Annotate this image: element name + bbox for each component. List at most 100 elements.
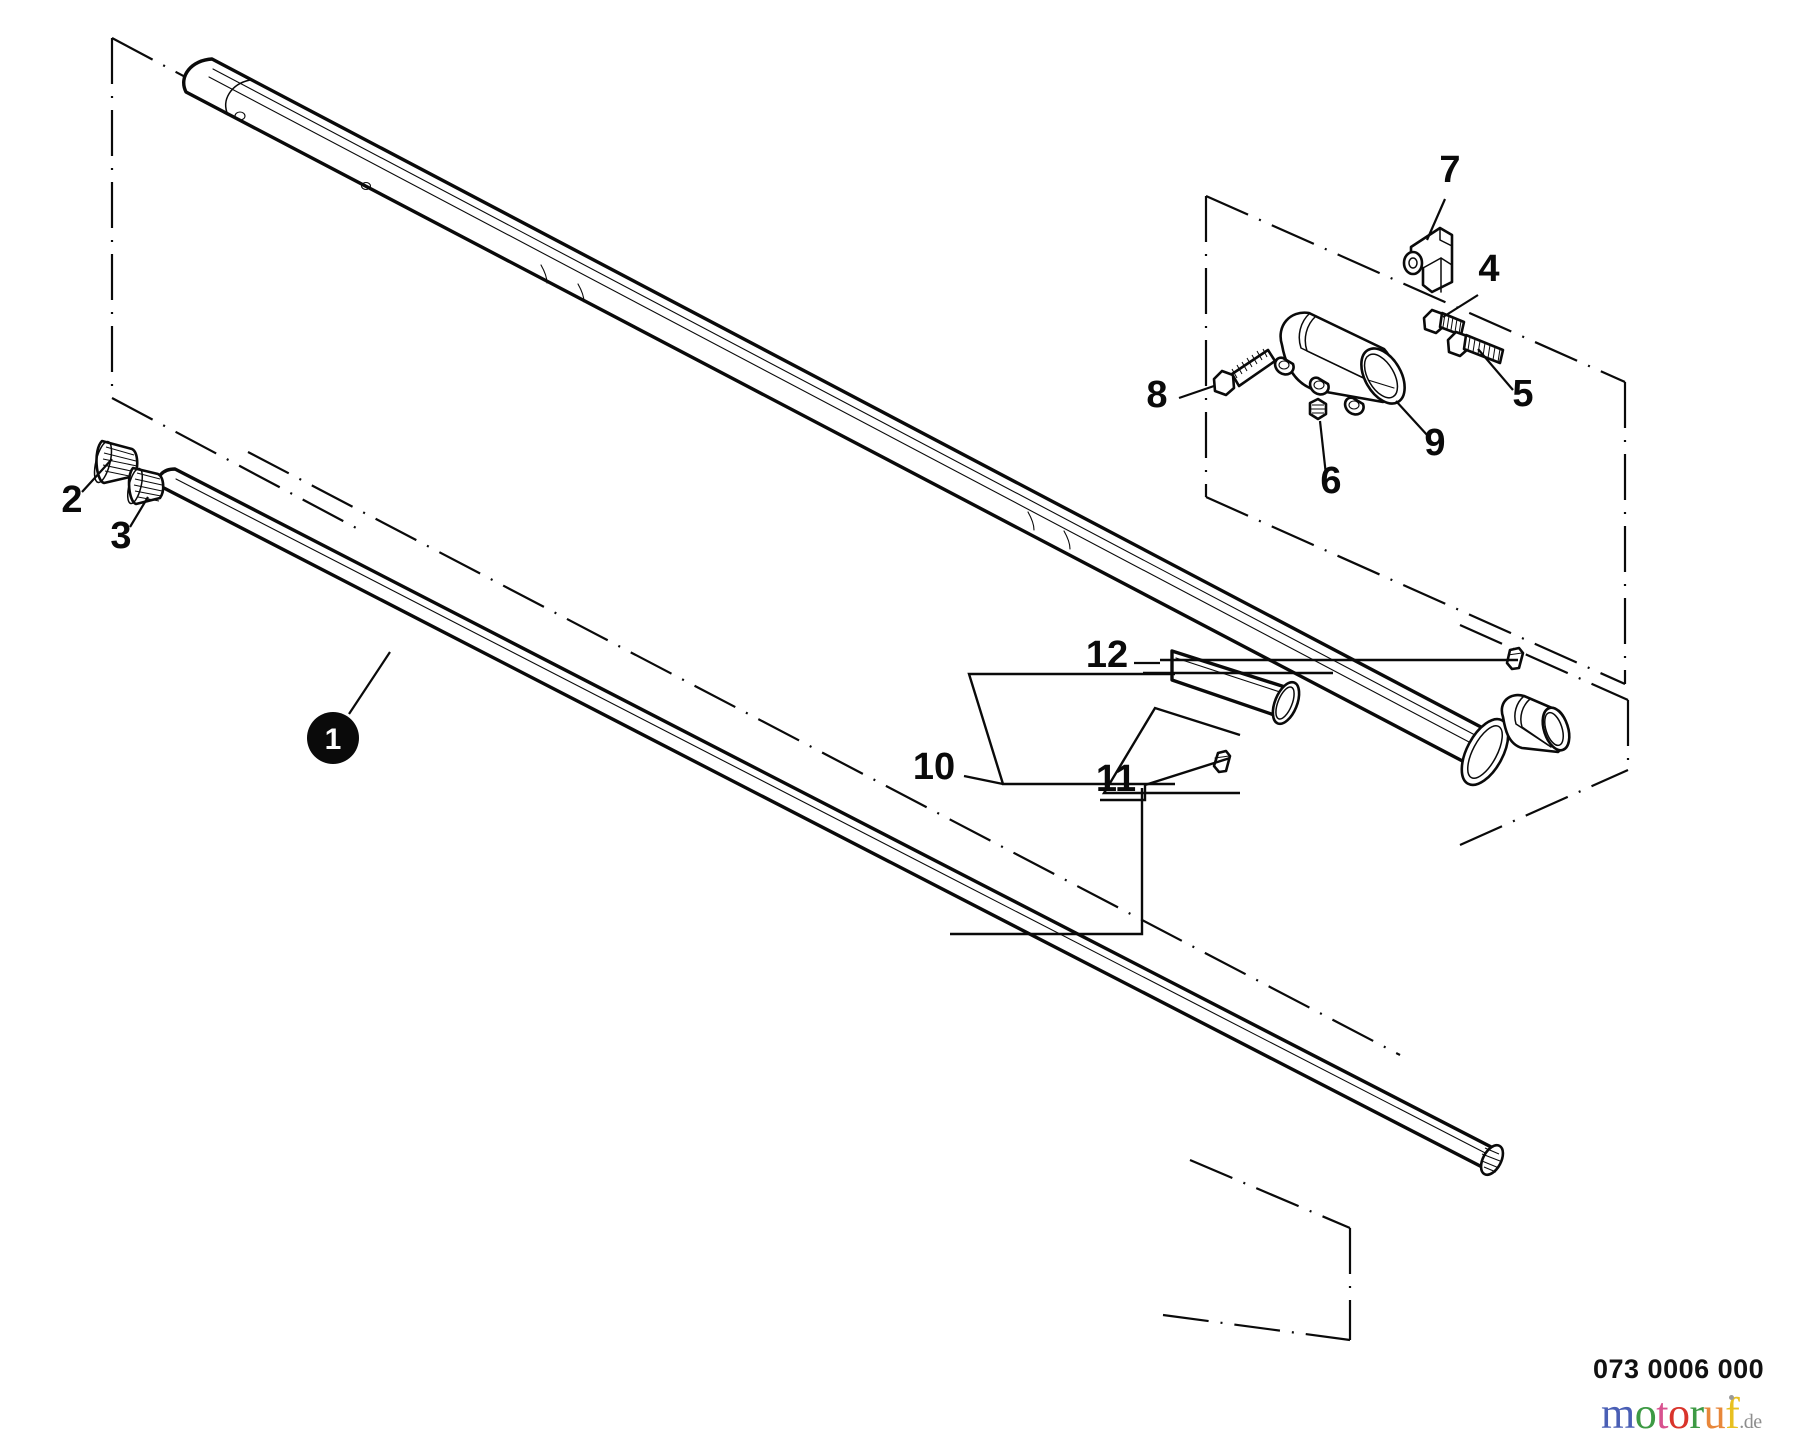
leader-6: [1318, 420, 1328, 476]
bracket-10: [967, 672, 1175, 786]
tube-end-highlight: [1175, 657, 1284, 694]
part-number-label: 073 0006 000: [1593, 1354, 1764, 1384]
bracket-10-pointer: [963, 774, 1004, 786]
chain-boundary-right-bottom: [1205, 495, 1626, 686]
outer-tube-hole-2: [360, 181, 372, 191]
outer-tube-open-end: [1460, 717, 1510, 787]
outer-tube-highlight: [212, 68, 1493, 745]
motoruf-logo[interactable]: motoruf.de: [1601, 1392, 1762, 1436]
coupling-collar-facet-1: [1514, 695, 1549, 746]
logo-letter-f: f: [1725, 1389, 1740, 1438]
coupler-lug-1-hole: [1278, 360, 1290, 370]
callout-1-circle: [307, 712, 359, 764]
tube-end-opening-inner: [1275, 686, 1295, 720]
clamp-knob-boss-hole: [1408, 257, 1418, 269]
tube-end-opening: [1271, 680, 1301, 726]
callout-2-label: 2: [61, 479, 82, 521]
outer-tube-tick-1: [540, 264, 548, 284]
logo-letter-u: u: [1703, 1389, 1726, 1438]
chain-boundary-right-top: [1205, 194, 1626, 384]
drive-shaft-tip-hatch: [1481, 1147, 1501, 1173]
leader-line-group: [81, 198, 1514, 715]
callout-4-label: 4: [1478, 248, 1499, 290]
coupler-housing-bore-slot: [1367, 379, 1395, 389]
nut-hatch: [1311, 404, 1326, 414]
logo-letter-o1: o: [1634, 1389, 1657, 1438]
coupler-housing-lugs: [1273, 356, 1365, 416]
retaining-pin-lower-head: [1214, 755, 1230, 759]
splined-bushing-short-splines: [133, 472, 163, 502]
retaining-pin-upper-head: [1507, 652, 1523, 656]
callout-11-label: 11: [1096, 758, 1136, 800]
bolt-short: [1422, 308, 1466, 337]
leader-1: [348, 651, 391, 715]
coupler-housing: [1273, 311, 1406, 416]
outer-tube-endcap: [182, 58, 251, 116]
chain-boundary-bottom-tip-bot: [1162, 1313, 1351, 1342]
callout-7-label: 7: [1439, 149, 1460, 191]
splined-coupler-long-face: [93, 440, 113, 484]
nut: [1308, 397, 1328, 421]
outer-tube-open-end-inner: [1466, 725, 1504, 779]
retaining-pin-upper: [1505, 646, 1525, 671]
coupler-housing-seam-2: [1304, 315, 1377, 385]
leader-4: [1442, 294, 1479, 318]
leader-3: [129, 496, 149, 528]
coupler-lug-1: [1273, 356, 1295, 376]
bolt-long-right: [1446, 330, 1505, 365]
bolt-long-right-threads: [1467, 336, 1501, 363]
callout-3-label: 3: [110, 515, 131, 557]
clamp-knob-boss: [1402, 250, 1424, 276]
coupling-collar-facet-2: [1520, 698, 1552, 748]
bracket-11-shape: [950, 788, 1144, 936]
coupler-lug-2: [1308, 376, 1330, 396]
outer-tube-tick-4: [1063, 530, 1071, 550]
outer-tube-hole-1: [234, 111, 246, 121]
clamp-knob: [1402, 226, 1454, 294]
coupler-housing-bore-inner: [1363, 353, 1399, 399]
chain-boundary-lower-right-bot: [1459, 768, 1629, 847]
bolt-long-left-head: [1212, 369, 1236, 397]
outer-tube-tick-2: [577, 283, 585, 303]
coupler-housing-seam-1: [1298, 312, 1373, 383]
coupling-collar: [1500, 693, 1571, 754]
bolt-long-left-threads: [1231, 348, 1268, 379]
outer-tube-tick-3: [1027, 511, 1035, 531]
clamp-knob-edge-3: [1439, 227, 1453, 247]
leader-9: [1395, 400, 1429, 437]
splined-bushing-short: [126, 466, 165, 506]
bracket-11-box: [1101, 706, 1241, 795]
chain-boundary-left-bottom: [111, 397, 361, 531]
coupler-lug-3: [1343, 396, 1365, 416]
leader-7: [1425, 198, 1447, 241]
chain-boundary-diagonal-main: [247, 451, 1401, 1056]
callout-label-group: 1 2 3 4 5 6 7 8 9 10 11 12: [61, 149, 1533, 800]
chain-boundary-lower-right-top: [1459, 623, 1629, 702]
callout-9-label: 9: [1424, 422, 1445, 464]
bolt-long-left-shank: [1230, 348, 1277, 388]
outer-tube-highlight-2: [208, 76, 1489, 753]
coupler-lug-3-hole: [1348, 400, 1360, 410]
callout-5-label: 5: [1512, 373, 1533, 415]
drive-shaft-assembly: [156, 467, 1505, 1177]
logo-letter-o2: o: [1667, 1389, 1690, 1438]
coupling-collar-bore-inner: [1544, 711, 1564, 747]
callout-10-label: 10: [913, 746, 955, 788]
drive-shaft-highlight: [175, 478, 1496, 1159]
leader-8: [1178, 384, 1215, 400]
coupler-lug-2-hole: [1313, 380, 1325, 390]
leader-5: [1477, 348, 1514, 391]
splined-bushing-short-face: [126, 467, 144, 505]
logo-dot-accent: [1729, 1395, 1734, 1400]
logo-letter-r: r: [1689, 1389, 1704, 1438]
callout-6-label: 6: [1320, 460, 1341, 502]
chain-boundary-bottom-tip-top: [1189, 1158, 1351, 1230]
callout-1-label: 1: [325, 723, 342, 756]
logo-letter-m: m: [1601, 1389, 1635, 1438]
logo-suffix: .de: [1739, 1411, 1762, 1433]
callout-8-label: 8: [1146, 374, 1167, 416]
retaining-pin-upper-body: [1505, 646, 1525, 671]
tube-end-section: [1170, 649, 1301, 726]
